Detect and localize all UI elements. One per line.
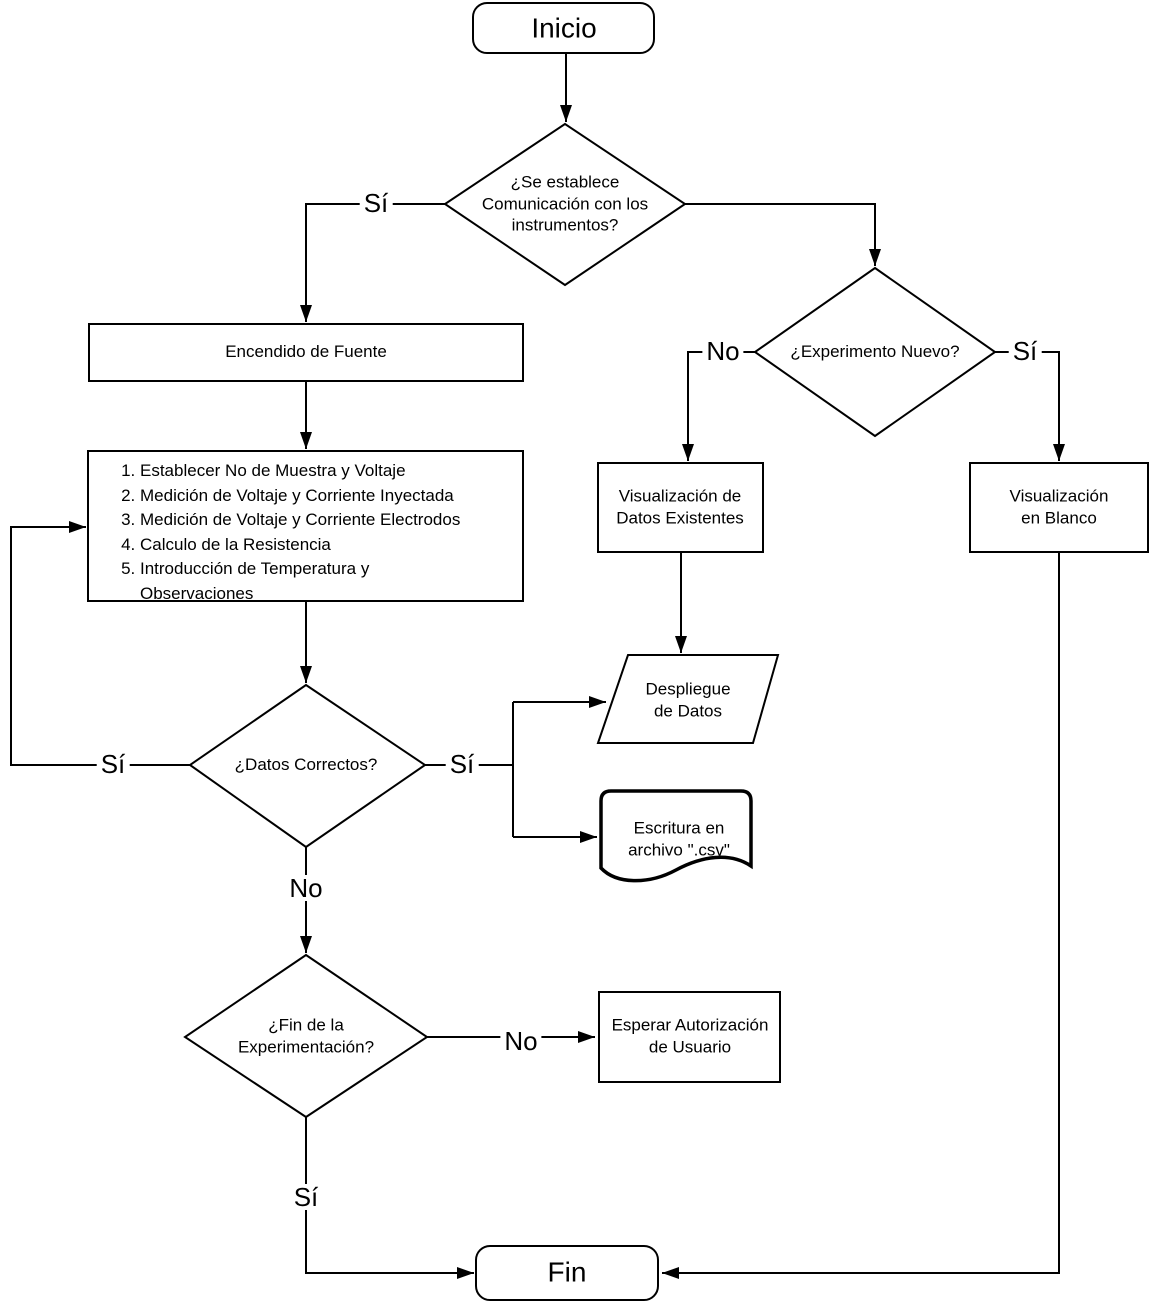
branch-no-experimento: No [702, 338, 744, 364]
escritura-csv-label: Escritura en archivo ".csv" [628, 818, 730, 859]
edge-visblanco-to-fin [662, 552, 1060, 1279]
process-encendido [88, 323, 524, 382]
edge-finexp-si-to-fin [305, 1117, 474, 1279]
paso-item: Introducción de Temperatura y Observacio… [140, 557, 540, 606]
edge-experimento-no-to-visdatos [682, 351, 755, 461]
branch-no-datos: No [285, 875, 327, 901]
process-esperar-autorizacion [598, 991, 781, 1083]
edge-experimento-si-to-visblanco [995, 351, 1065, 461]
decision-experimento-nuevo [753, 266, 997, 438]
experimento-nuevo-label: ¿Experimento Nuevo? [790, 342, 960, 362]
branch-si-experimento: Sí [1008, 338, 1042, 364]
comunicacion-question-label: ¿Se establece Comunicación con los instr… [481, 172, 649, 235]
branch-si-comunicacion: Sí [359, 190, 393, 216]
branch-si-datos: Sí [445, 751, 479, 777]
pasos-list: Establecer No de Muestra y Voltaje Medic… [112, 459, 540, 606]
encendido-fuente-label: Encendido de Fuente [225, 342, 387, 362]
paso-item: Medición de Voltaje y Corriente Inyectad… [140, 484, 540, 509]
paso-item: Calculo de la Resistencia [140, 533, 540, 558]
terminator-inicio [472, 2, 655, 54]
visualizacion-datos-label: Visualización de Datos Existentes [616, 486, 744, 527]
decision-datos-correctos [188, 683, 427, 849]
datos-correctos-label: ¿Datos Correctos? [234, 755, 378, 775]
fin-experimentacion-label: ¿Fin de la Experimentación? [237, 1015, 375, 1056]
despliegue-datos-label: Despliegue de Datos [645, 679, 731, 720]
paso-item: Medición de Voltaje y Corriente Electrod… [140, 508, 540, 533]
document-escritura-csv [599, 789, 753, 883]
fin-label: Fin [547, 1256, 587, 1288]
branch-no-fin: No [500, 1028, 542, 1054]
process-pasos [87, 450, 524, 602]
edge-comunicacion-to-experimento [685, 203, 881, 266]
io-despliegue-datos [596, 654, 780, 744]
branch-si-loop: Sí [96, 751, 130, 777]
inicio-label: Inicio [531, 12, 597, 44]
process-visualizacion-datos [597, 462, 764, 553]
decision-fin-experimentacion [183, 953, 429, 1119]
decision-comunicacion [443, 122, 687, 287]
process-visualizacion-blanco [969, 462, 1149, 553]
edge-comunicacion-si-to-encendido [300, 203, 445, 322]
esperar-autorizacion-label: Esperar Autorización de Usuario [611, 1015, 769, 1056]
paso-item: Establecer No de Muestra y Voltaje [140, 459, 540, 484]
terminator-fin [475, 1245, 659, 1301]
visualizacion-blanco-label: Visualización en Blanco [1009, 486, 1109, 527]
branch-si-fin: Sí [289, 1184, 323, 1210]
